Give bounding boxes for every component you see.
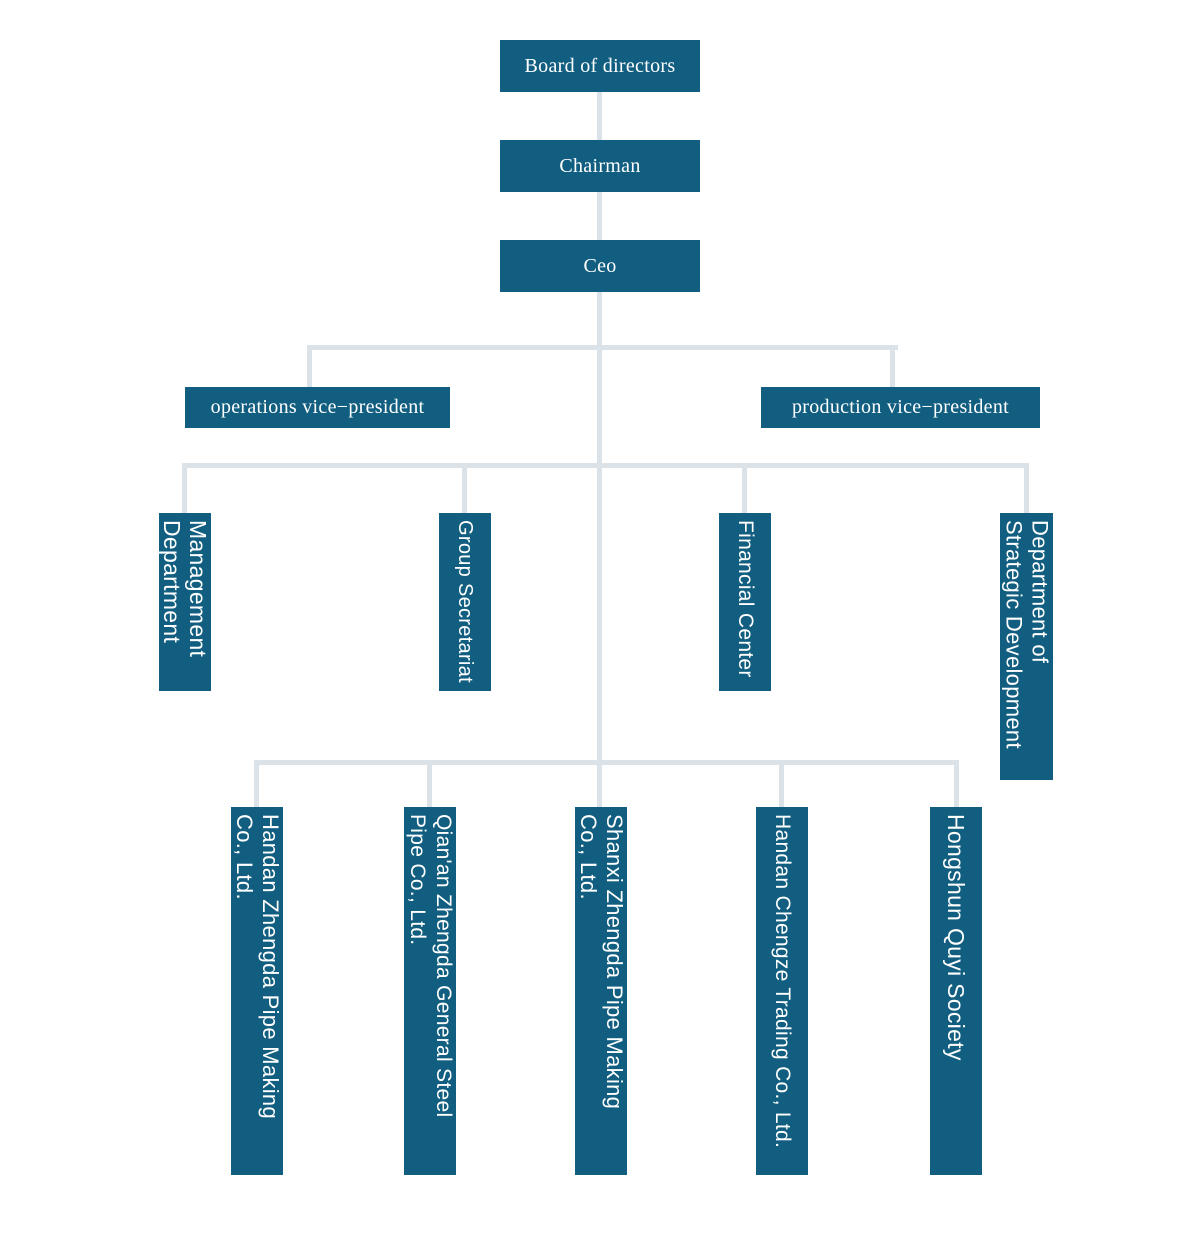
edge-drop-qianan-zhengda-steel — [427, 760, 432, 807]
node-financial-center-label: Financial Center — [734, 520, 757, 678]
node-shanxi-zhengda-pipe: Shanxi Zhengda Pipe Making Co., Ltd. — [575, 807, 627, 1175]
edge-ceo-spine — [597, 292, 602, 807]
edge-vp-row-horizontal — [307, 345, 898, 350]
edge-company-row-horizontal — [254, 760, 959, 765]
node-ceo-label: Ceo — [583, 254, 617, 277]
node-chairman-label: Chairman — [559, 154, 641, 177]
edge-drop-financial-center — [742, 463, 747, 513]
node-handan-chengze-trading: Handan Chengze Trading Co., Ltd. — [756, 807, 808, 1175]
node-chairman: Chairman — [500, 140, 700, 192]
edge-drop-group-secretariat — [462, 463, 467, 513]
node-production-vice-president: production vice−president — [761, 387, 1040, 428]
node-handan-zhengda-pipe: Handan Zhengda Pipe Making Co., Ltd. — [231, 807, 283, 1175]
node-group-secretariat-label: Group Secretariat — [454, 520, 476, 683]
node-management-department: Management Department — [159, 513, 211, 691]
edge-chairman-ceo — [597, 192, 602, 240]
edge-drop-management-department — [182, 463, 187, 513]
edge-drop-hongshun-quyi — [954, 760, 959, 807]
edge-drop-handan-zhengda-pipe — [254, 760, 259, 807]
node-qianan-zhengda-steel: Qian'an Zhengda General Steel Pipe Co., … — [404, 807, 456, 1175]
edge-drop-production-vp — [890, 345, 895, 387]
node-handan-chengze-trading-label: Handan Chengze Trading Co., Ltd. — [771, 814, 794, 1149]
node-operations-vice-president-label: operations vice−president — [210, 396, 425, 418]
node-financial-center: Financial Center — [719, 513, 771, 691]
edge-drop-handan-chengze-trading — [779, 760, 784, 807]
node-management-department-label: Management Department — [159, 520, 211, 658]
node-qianan-zhengda-steel-label: Qian'an Zhengda General Steel Pipe Co., … — [406, 814, 455, 1118]
node-operations-vice-president: operations vice−president — [185, 387, 450, 428]
node-ceo: Ceo — [500, 240, 700, 292]
node-hongshun-quyi: Hongshun Quyi Society — [930, 807, 982, 1175]
node-strategic-development: Department of Strategic Development — [1000, 513, 1053, 780]
node-shanxi-zhengda-pipe-label: Shanxi Zhengda Pipe Making Co., Ltd. — [576, 814, 627, 1110]
node-board-of-directors: Board of directors — [500, 40, 700, 92]
edge-dept-row-horizontal — [182, 463, 1029, 468]
node-board-of-directors-label: Board of directors — [524, 54, 676, 77]
node-handan-zhengda-pipe-label: Handan Zhengda Pipe Making Co., Ltd. — [232, 814, 283, 1120]
node-group-secretariat: Group Secretariat — [439, 513, 491, 691]
edge-drop-operations-vp — [307, 345, 312, 387]
node-strategic-development-label: Department of Strategic Development — [1001, 520, 1053, 749]
edge-drop-strategic-development — [1024, 463, 1029, 513]
node-hongshun-quyi-label: Hongshun Quyi Society — [943, 814, 969, 1061]
edge-board-chairman — [597, 92, 602, 140]
node-production-vice-president-label: production vice−president — [791, 396, 1010, 418]
